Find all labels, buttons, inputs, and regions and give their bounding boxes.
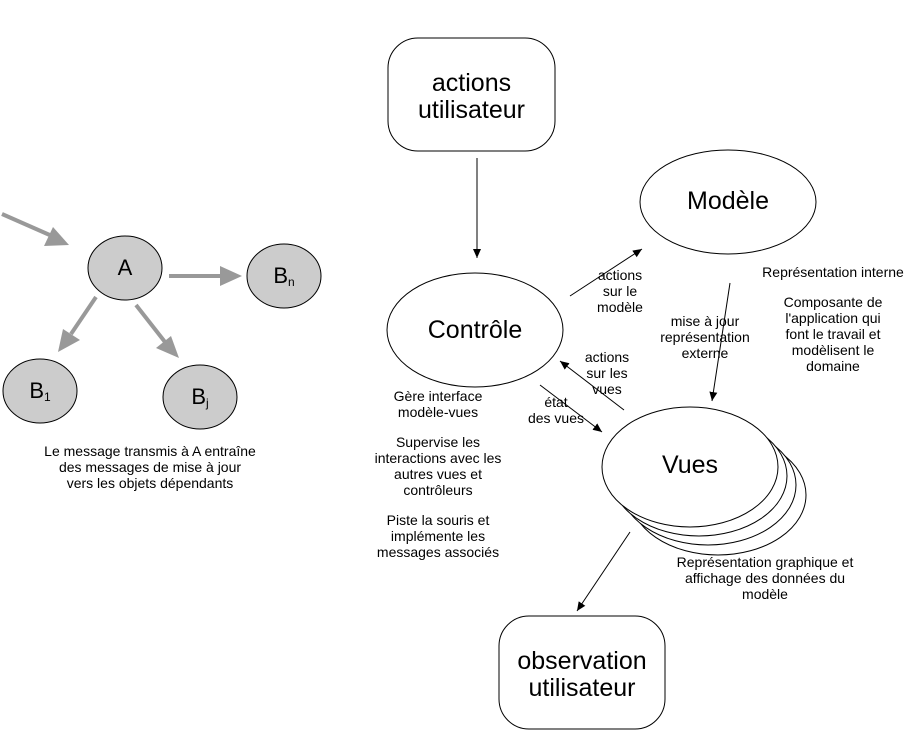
node-b1-label: B1: [29, 378, 51, 404]
actions-utilisateur-label: actions utilisateur: [388, 70, 555, 124]
node-bn: [246, 243, 322, 309]
node-a-label: A: [117, 255, 133, 280]
mvc-diagram: [386, 37, 817, 730]
ellipse-controle: [386, 272, 564, 388]
arrow-label-line: actions: [597, 267, 643, 283]
node-bj-label: Bj: [191, 384, 209, 410]
vues-notes: Représentation graphique et affichage de…: [655, 554, 875, 602]
dependency-graph: [1, 212, 322, 430]
node-bj: [162, 364, 238, 430]
arrow-vues-to-controle: [559, 360, 625, 411]
label-mise-a-jour: mise à jour représentation externe: [650, 313, 760, 361]
arrow-label-line: vues: [592, 381, 622, 397]
arrowhead-bj: [156, 336, 179, 358]
observation-utilisateur-label: observation utilisateur: [499, 648, 665, 702]
arrow-label-line: externe: [681, 345, 729, 361]
note-line: interactions avec les: [374, 450, 502, 466]
box-observation-utilisateur: [498, 615, 666, 730]
arrow-label-line: mise à jour: [670, 313, 740, 329]
node-bn-subscript: n: [288, 275, 295, 289]
label-etat-des-vues: état des vues: [518, 394, 594, 426]
note-line: affichage des données du: [684, 570, 846, 586]
arrow-vues-to-observation: [576, 531, 631, 612]
arrow-a-b1: [69, 295, 98, 336]
ellipse-modele: [639, 149, 817, 255]
arrow-label-line: sur le: [602, 283, 638, 299]
note-line: modèlisent le: [791, 342, 875, 358]
label-actions-sur-modele: actions sur le modèle: [582, 267, 658, 315]
arrow-a-bj: [134, 303, 167, 344]
note-line: font le travail et: [785, 326, 881, 342]
dependency-caption: Le message transmis à A entraîne des mes…: [20, 443, 280, 491]
controle-notes: Gère interface modèle-vues Supervise les…: [358, 388, 518, 560]
arrow-label-line: des vues: [527, 410, 585, 426]
note-line: l'application qui: [785, 310, 881, 326]
note-line: modèle-vues: [397, 404, 479, 420]
arrowhead-b1: [58, 329, 80, 352]
note-line: messages associés: [376, 544, 500, 560]
caption-line: des messages de mise à jour: [58, 459, 242, 475]
arrow-label-line: modèle: [597, 299, 643, 315]
note-line: Piste la souris et: [386, 512, 490, 528]
arrow-label-line: sur les: [586, 365, 628, 381]
caption-line: Le message transmis à A entraîne: [44, 443, 256, 459]
note-line: Représentation interne: [762, 264, 904, 280]
note-line: contrôleurs: [403, 482, 473, 498]
note-line: Composante de: [783, 294, 883, 310]
note-spacer: [358, 498, 518, 512]
note-line: Représentation graphique et: [676, 554, 854, 570]
incoming-arrow-a: [1, 212, 53, 238]
note-spacer: [748, 280, 918, 294]
arrowhead-bn: [220, 266, 242, 286]
caption-line: vers les objets dépendants: [66, 475, 234, 491]
box-label-line: utilisateur: [418, 96, 525, 124]
note-line: modèle: [742, 586, 788, 602]
node-b1-subscript: 1: [44, 390, 51, 404]
note-line: autres vues et: [394, 466, 482, 482]
note-line: domaine: [806, 358, 860, 374]
note-line: Supervise les: [395, 434, 481, 450]
box-label-line: actions: [431, 69, 512, 97]
note-line: Gère interface: [393, 388, 483, 404]
vues-label: Vues: [661, 451, 719, 479]
arrow-modele-to-vues: [709, 282, 731, 402]
modele-notes: Représentation interne Composante de l'a…: [748, 264, 918, 374]
note-line: implémente les: [390, 528, 486, 544]
box-label-line: observation: [517, 647, 647, 675]
arrow-controle-to-vues: [539, 384, 603, 433]
note-spacer: [358, 420, 518, 434]
incoming-arrowhead: [44, 227, 69, 246]
arrow-label-line: actions: [584, 349, 630, 365]
node-bj-subscript: j: [206, 396, 209, 410]
node-bn-label: Bn: [273, 263, 295, 289]
controle-label: Contrôle: [427, 316, 523, 344]
arrow-controle-to-modele: [569, 248, 643, 297]
label-actions-sur-vues: actions sur les vues: [572, 349, 642, 397]
node-a: [87, 235, 163, 301]
node-b1: [2, 358, 78, 424]
modele-label: Modèle: [687, 187, 769, 215]
ellipse-vues: [601, 406, 779, 528]
box-label-line: utilisateur: [528, 674, 636, 702]
arrow-label-line: état: [544, 394, 568, 410]
arrow-label-line: représentation: [660, 329, 750, 345]
box-actions-utilisateur: [387, 37, 556, 152]
